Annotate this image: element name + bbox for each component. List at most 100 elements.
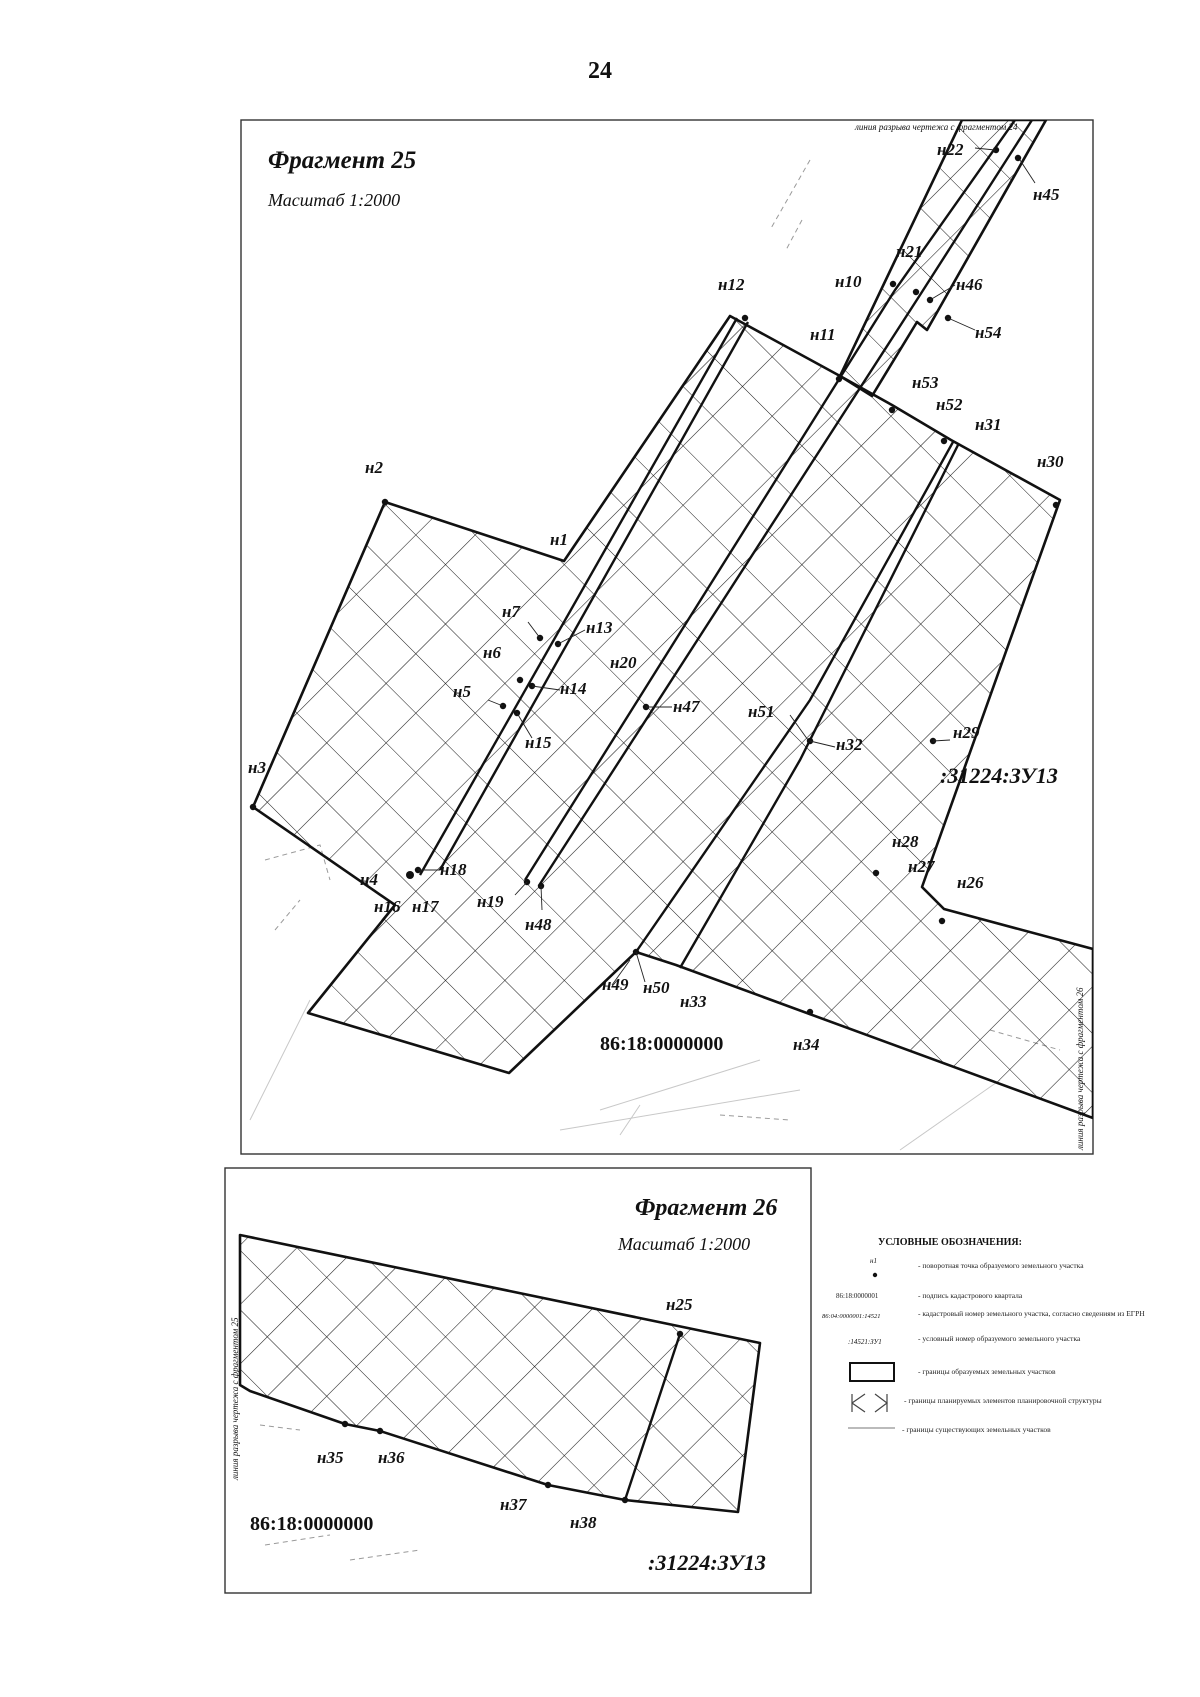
- legend-text-3: - кадастровый номер земельного участка, …: [918, 1309, 1145, 1318]
- label-n1: н1: [550, 530, 568, 549]
- legend-point-symbol: [872, 1272, 878, 1278]
- label-n3: н3: [248, 758, 266, 777]
- fragment-25-title: Фрагмент 25: [268, 147, 416, 174]
- label-n13: н13: [586, 618, 613, 637]
- point-n6: [516, 676, 524, 684]
- label-n38: н38: [570, 1513, 597, 1532]
- label-n10: н10: [835, 272, 862, 291]
- label-n12: н12: [718, 275, 745, 294]
- label-n15: н15: [525, 733, 552, 752]
- label-n7: н7: [502, 602, 521, 621]
- break-line-left-label: линия разрыва чертежа с фрагментом 25: [230, 1317, 240, 1481]
- legend: УСЛОВНЫЕ ОБОЗНАЧЕНИЯ: н1 - поворотная то…: [822, 1237, 1145, 1434]
- label-n6: н6: [483, 643, 501, 662]
- legend-text-7: - границы существующих земельных участко…: [902, 1425, 1051, 1434]
- point-n12: [741, 314, 749, 322]
- label-n50: н50: [643, 978, 670, 997]
- label-n22: н22: [937, 140, 964, 159]
- legend-planning-symbol: [851, 1393, 888, 1413]
- break-line-right-label: линия разрыва чертежа с фрагментом 26: [1075, 987, 1085, 1151]
- label-n54: н54: [975, 323, 1001, 342]
- point-n36: [376, 1427, 384, 1435]
- point-n30: [1052, 501, 1060, 509]
- fragment-26-map: Фрагмент 26 Масштаб 1:2000 линия разрыва…: [224, 1167, 812, 1594]
- label-n53: н53: [912, 373, 939, 392]
- label-n49: н49: [602, 975, 629, 994]
- parcel-label-26: :31224:ЗУ13: [648, 1550, 766, 1575]
- point-n53: [888, 406, 896, 414]
- label-n45: н45: [1033, 185, 1060, 204]
- label-n28: н28: [892, 832, 919, 851]
- point-n27: [872, 869, 880, 877]
- page-number: 24: [588, 58, 612, 84]
- parcel-boundary-26: [238, 1233, 762, 1514]
- label-n27: н27: [908, 857, 936, 876]
- legend-boundary-symbol: [849, 1362, 895, 1382]
- parcel-boundary-main: [251, 314, 1093, 1120]
- point-n25: [676, 1330, 684, 1338]
- point-n10: [889, 280, 897, 288]
- legend-symbol-1: н1: [870, 1257, 877, 1265]
- road-strip-lines: [418, 120, 1034, 969]
- legend-title: УСЛОВНЫЕ ОБОЗНАЧЕНИЯ:: [878, 1237, 1022, 1248]
- legend-text-6: - границы планируемых элементов планиров…: [904, 1396, 1102, 1405]
- label-n18: н18: [440, 860, 467, 879]
- fragment-26-frame: [224, 1167, 812, 1594]
- legend-text-4: - условный номер образуемого земельного …: [918, 1334, 1081, 1343]
- label-n46: н46: [956, 275, 983, 294]
- legend-text-2: - подпись кадастрового квартала: [918, 1291, 1023, 1300]
- label-n4: н4: [360, 870, 378, 889]
- label-n17: н17: [412, 897, 440, 916]
- label-n31: н31: [975, 415, 1001, 434]
- legend-text-1: - поворотная точка образуемого земельног…: [918, 1261, 1084, 1270]
- fragment-25-frame: [240, 119, 1094, 1155]
- label-n20: н20: [610, 653, 637, 672]
- quarter-label-26: 86:18:0000000: [250, 1513, 373, 1535]
- label-n35: н35: [317, 1448, 344, 1467]
- label-n34: н34: [793, 1035, 819, 1054]
- label-n25: н25: [666, 1295, 693, 1314]
- leader-lines: [418, 147, 1036, 986]
- fragment-25-map: Фрагмент 25 Масштаб 1:2000 линия разрыва…: [240, 119, 1094, 1155]
- legend-symbol-3: 86:04:0000001:14521: [822, 1313, 881, 1320]
- legend-symbol-4: :14521:ЗУ1: [848, 1338, 882, 1346]
- label-n16: н16: [374, 897, 401, 916]
- point-n11: [835, 375, 843, 383]
- quarter-label-25: 86:18:0000000: [600, 1033, 723, 1055]
- point-n35: [341, 1420, 349, 1428]
- parcel-label-25: :31224:ЗУ13: [940, 763, 1058, 788]
- point-n45: [1014, 154, 1022, 162]
- label-n51: н51: [748, 702, 774, 721]
- label-n52: н52: [936, 395, 963, 414]
- point-n37: [544, 1481, 552, 1489]
- point-n38: [621, 1496, 629, 1504]
- point-labels-25: н1 н2 н3 н4 н5 н6 н7 н10 н11 н12 н13 н14…: [248, 140, 1064, 1054]
- turning-points-26: [341, 1330, 684, 1504]
- legend-symbol-2: 86:18:0000001: [836, 1292, 879, 1300]
- legend-text-5: - границы образуемых земельных участков: [918, 1367, 1056, 1376]
- label-n36: н36: [378, 1448, 405, 1467]
- fragment-26-title: Фрагмент 26: [635, 1195, 777, 1221]
- point-n31: [940, 437, 948, 445]
- label-n5: н5: [453, 682, 471, 701]
- label-n19: н19: [477, 892, 504, 911]
- label-n33: н33: [680, 992, 707, 1011]
- label-n21: н21: [896, 242, 922, 261]
- label-n32: н32: [836, 735, 863, 754]
- fragment-25-scale: Масштаб 1:2000: [267, 190, 400, 210]
- label-n26: н26: [957, 873, 984, 892]
- point-n34: [806, 1008, 814, 1016]
- point-n22: [992, 146, 1000, 154]
- label-n14: н14: [560, 679, 586, 698]
- label-n48: н48: [525, 915, 552, 934]
- point-n16: [406, 871, 414, 879]
- label-n30: н30: [1037, 452, 1064, 471]
- point-n26: [938, 917, 946, 925]
- label-n2: н2: [365, 458, 383, 477]
- point-n2: [381, 498, 389, 506]
- label-n47: н47: [673, 697, 701, 716]
- point-n21: [912, 288, 920, 296]
- break-line-top-label: линия разрыва чертежа с фрагментом 24: [854, 122, 1018, 132]
- fragment-26-scale: Масштаб 1:2000: [617, 1234, 750, 1254]
